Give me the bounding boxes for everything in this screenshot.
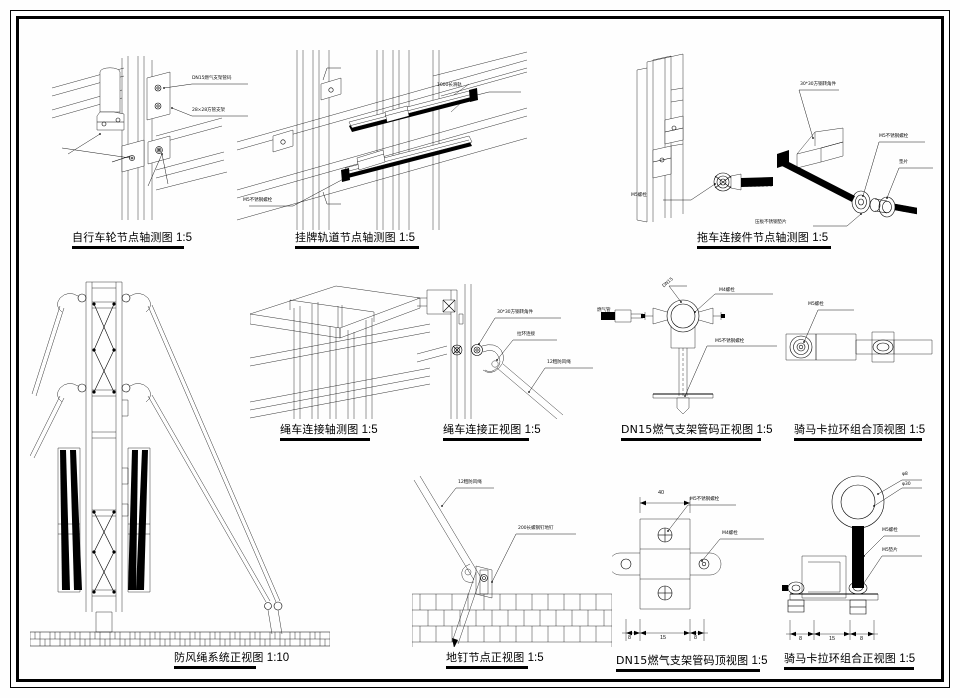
callout-dia-8: φ8 bbox=[902, 472, 908, 477]
view-title-10: DN15燃气支架管码顶视图 1:5 bbox=[616, 654, 768, 668]
dim-saddle-8-left: 8 bbox=[799, 636, 803, 642]
dim-saddle-8-right: 8 bbox=[860, 636, 864, 642]
view-trailer-connector-node-axonometric: 30*30方钢转角件 M5不锈钢螺栓 垫片 M5螺栓 压板不锈钢垫片 拖车连接件… bbox=[607, 50, 937, 255]
view-bicycle-wheel-node-axonometric: DN15燃气支架管码 28×28方管支架 自行车轮节点轴测图 1:5 bbox=[52, 50, 272, 255]
view-title-11: 骑马卡拉环组合正视图 1:5 bbox=[784, 652, 916, 666]
callout-30x30-corner: 30*30方钢转角件 bbox=[800, 82, 836, 87]
callout-dn15-clamp: DN15燃气支架管码 bbox=[192, 76, 232, 81]
title-rule-10 bbox=[616, 669, 760, 672]
view-title-6: DN15燃气支架管码正视图 1:5 bbox=[621, 423, 773, 437]
title-rule-4 bbox=[280, 438, 370, 441]
drawing-canvas: DN15燃气支架管码 28×28方管支架 自行车轮节点轴测图 1:5 bbox=[22, 22, 938, 676]
callout-m5-stainless-bolt-top: M5不锈钢螺栓 bbox=[690, 497, 720, 502]
callout-12-windrope: 12粗防风绳 bbox=[547, 360, 571, 365]
callout-12-windrope-stake: 12粗防风绳 bbox=[458, 480, 482, 485]
view-dn15-gas-bracket-clamp-top: 40 8 15 8 M5不锈钢螺栓 M4螺栓 DN15燃气支架管码顶视图 1:5 bbox=[612, 477, 802, 672]
view-title-8: 防风绳系统正视图 1:10 bbox=[174, 651, 290, 665]
view-title-7: 骑马卡拉环组合顶视图 1:5 bbox=[794, 423, 926, 437]
view-wall-rail-node-axonometric: 1000长滑轨 M5不锈钢螺栓 挂牌轨道节点轴测图 1:5 bbox=[237, 50, 527, 255]
title-rule-2 bbox=[295, 246, 419, 249]
windrope-system-drawing bbox=[30, 281, 330, 647]
callout-m5-bolt-trailer: M5螺栓 bbox=[631, 193, 647, 198]
view-rope-car-connection-axonometric: 绳车连接轴测图 1:5 bbox=[250, 284, 430, 444]
dim-top-40: 40 bbox=[658, 490, 665, 496]
view-saddle-eyebolt-assembly-front: φ8 φ30 M5螺栓 M5垫片 8 15 8 骑马卡拉环组合正视图 1:5 bbox=[782, 470, 938, 670]
title-rule-3 bbox=[697, 246, 831, 249]
view-title-1: 自行车轮节点轴测图 1:5 bbox=[72, 231, 192, 245]
callout-200-ground-stake: 200长螺钢钉地钉 bbox=[518, 526, 554, 531]
callout-m5-bolt-rail: M5不锈钢螺栓 bbox=[243, 198, 273, 203]
callout-28-square-tube: 28×28方管支架 bbox=[192, 108, 226, 113]
callout-m5-washer: M5垫片 bbox=[882, 548, 898, 553]
view-ground-stake-node-front: 12粗防风绳 200长螺钢钉地钉 地钉节点正视图 1:5 bbox=[412, 462, 612, 672]
title-rule-5 bbox=[443, 438, 529, 441]
saddle-eyebolt-front-drawing bbox=[782, 475, 922, 640]
title-rule-7 bbox=[794, 438, 922, 441]
sheet-frame-outer bbox=[10, 10, 950, 688]
callout-m4-bolt: M4螺栓 bbox=[719, 288, 735, 293]
callout-dia-30: φ30 bbox=[902, 482, 911, 487]
dim-saddle-15: 15 bbox=[829, 636, 836, 642]
title-rule-11 bbox=[784, 667, 914, 670]
dim-bottom-8-right: 8 bbox=[694, 635, 698, 641]
rope-car-connection-front-drawing bbox=[417, 284, 593, 419]
dn15-clamp-front-drawing bbox=[601, 285, 777, 415]
view-saddle-eyebolt-assembly-top: M5螺栓 骑马卡拉环组合顶视图 1:5 bbox=[782, 284, 938, 444]
view-title-4: 绳车连接轴测图 1:5 bbox=[280, 423, 378, 437]
ground-stake-drawing bbox=[412, 475, 612, 647]
title-rule-6 bbox=[621, 438, 761, 441]
trailer-connector-node-drawing bbox=[636, 53, 933, 227]
callout-1000-rail: 1000长滑轨 bbox=[437, 83, 462, 88]
dim-bottom-15: 15 bbox=[660, 635, 667, 641]
dim-bottom-8-left: 8 bbox=[628, 635, 632, 641]
view-title-3: 拖车连接件节点轴测图 1:5 bbox=[697, 231, 829, 245]
view-rope-car-connection-front: 30*30方钢转角件 拉环连接 12粗防风绳 绳车连接正视图 1:5 bbox=[417, 284, 597, 444]
view-title-2: 挂牌轨道节点轴测图 1:5 bbox=[295, 231, 415, 245]
callout-m4-bolt-top: M4螺栓 bbox=[722, 531, 738, 536]
callout-pressure-plate-washer: 压板不锈钢垫片 bbox=[755, 220, 787, 225]
title-rule-1 bbox=[72, 246, 184, 249]
rope-car-connection-axon-drawing bbox=[250, 285, 430, 419]
view-windrope-system-front: 防风绳系统正视图 1:10 bbox=[30, 272, 330, 672]
title-rule-9 bbox=[446, 666, 528, 669]
dn15-clamp-top-drawing bbox=[612, 497, 764, 641]
callout-m5-bolt-saddle-front: M5螺栓 bbox=[882, 528, 898, 533]
callout-m5-stainless-bolt: M5不锈钢螺栓 bbox=[879, 134, 909, 139]
callout-gas-pipe: 燃气管 bbox=[597, 308, 611, 313]
callout-30x30-corner-front: 30*30方钢转角件 bbox=[497, 310, 533, 315]
sheet-frame-inner bbox=[16, 16, 944, 682]
callout-m5-bolt-saddle-top: M5螺栓 bbox=[808, 302, 824, 307]
callout-eyebolt-connection: 拉环连接 bbox=[517, 332, 535, 337]
title-rule-8 bbox=[174, 666, 256, 669]
view-title-5: 绳车连接正视图 1:5 bbox=[443, 423, 541, 437]
wall-rail-node-drawing bbox=[237, 50, 527, 230]
view-title-9: 地钉节点正视图 1:5 bbox=[446, 651, 544, 665]
bicycle-wheel-node-drawing bbox=[52, 56, 248, 220]
view-dn15-gas-bracket-clamp-front: DN15 M4螺栓 M5不锈钢螺栓 燃气管 DN15燃气支架管码正视图 1:5 bbox=[597, 277, 787, 444]
callout-washer: 垫片 bbox=[899, 160, 908, 165]
callout-m5-stainless-bolt-clamp: M5不锈钢螺栓 bbox=[715, 339, 745, 344]
saddle-eyebolt-top-drawing bbox=[785, 309, 933, 363]
